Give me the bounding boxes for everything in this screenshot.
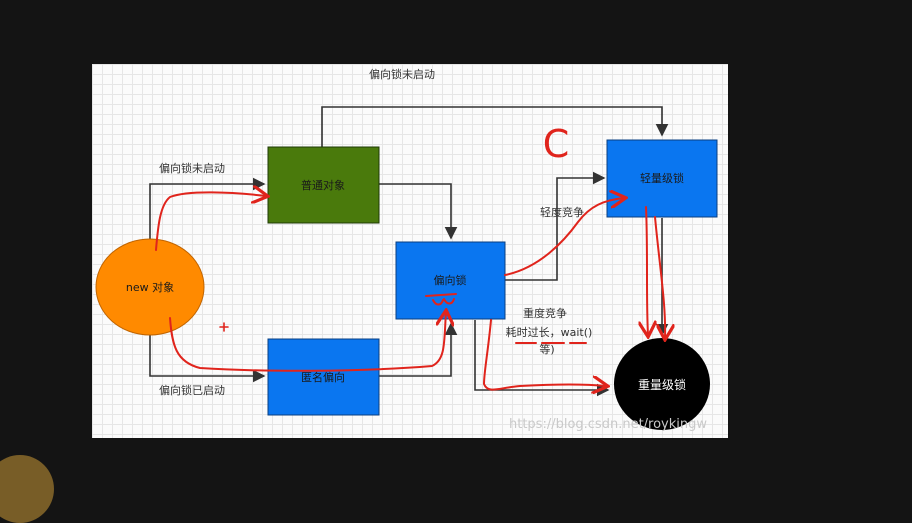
heavyweight-lock-circle <box>614 338 710 430</box>
edge-new-to-ordinary <box>149 177 266 250</box>
red-path-new-to-biased <box>169 312 446 372</box>
anonymous-biased-label: 匿名偏向 <box>301 370 345 384</box>
handwritten-c: C <box>543 122 570 166</box>
red-plus-mark <box>219 322 229 332</box>
red-path-biased-to-heavyweight <box>483 319 606 390</box>
biased-lock-box <box>395 241 506 320</box>
edge-biased-to-heavyweight <box>474 320 610 397</box>
light-contention-label: 轻度竞争 <box>540 205 584 219</box>
biased-lock-label: 偏向锁 <box>434 273 467 287</box>
new-object-label: new 对象 <box>126 280 174 294</box>
edge-new-to-anonymous <box>149 335 266 383</box>
new-object-circle <box>95 238 205 336</box>
edge-anonymous-to-biased <box>379 322 458 377</box>
watermark-text: https://blog.csdn.net/roykingw <box>509 417 707 432</box>
ordinary-object-label: 普通对象 <box>301 178 345 192</box>
ordinary-object-box <box>267 146 380 224</box>
red-scribble-biased <box>425 293 457 306</box>
anonymous-biased-box <box>267 338 380 416</box>
red-path-lightweight-to-heavyweight <box>646 206 648 335</box>
lightweight-lock-label: 轻量级锁 <box>640 171 684 185</box>
red-path-lightweight-side <box>654 216 665 338</box>
heavy-note-line-1: 耗时过长，wait() <box>506 326 593 339</box>
edge-ordinary-to-biased <box>379 183 458 240</box>
state-diagram: 普通对象 new 对象 匿名偏向 偏向锁 轻量级锁 重量级锁 偏向锁未启动 偏向… <box>95 67 718 432</box>
top-edge-label: 偏向锁未启动 <box>369 67 435 81</box>
red-path-biased-to-lightweight <box>504 198 624 276</box>
heavyweight-lock-label: 重量级锁 <box>638 377 686 392</box>
left-top-edge-label: 偏向锁未启动 <box>159 161 225 175</box>
heavy-note-line-2: 等) <box>539 342 554 356</box>
red-path-new-to-ordinary <box>155 192 266 251</box>
red-annotations <box>155 192 665 390</box>
left-bottom-edge-label: 偏向锁已启动 <box>159 383 225 397</box>
edge-biased-to-lightweight <box>505 171 606 281</box>
edge-ordinary-to-lightweight <box>321 106 669 147</box>
heavy-contention-label: 重度竞争 <box>523 306 567 320</box>
